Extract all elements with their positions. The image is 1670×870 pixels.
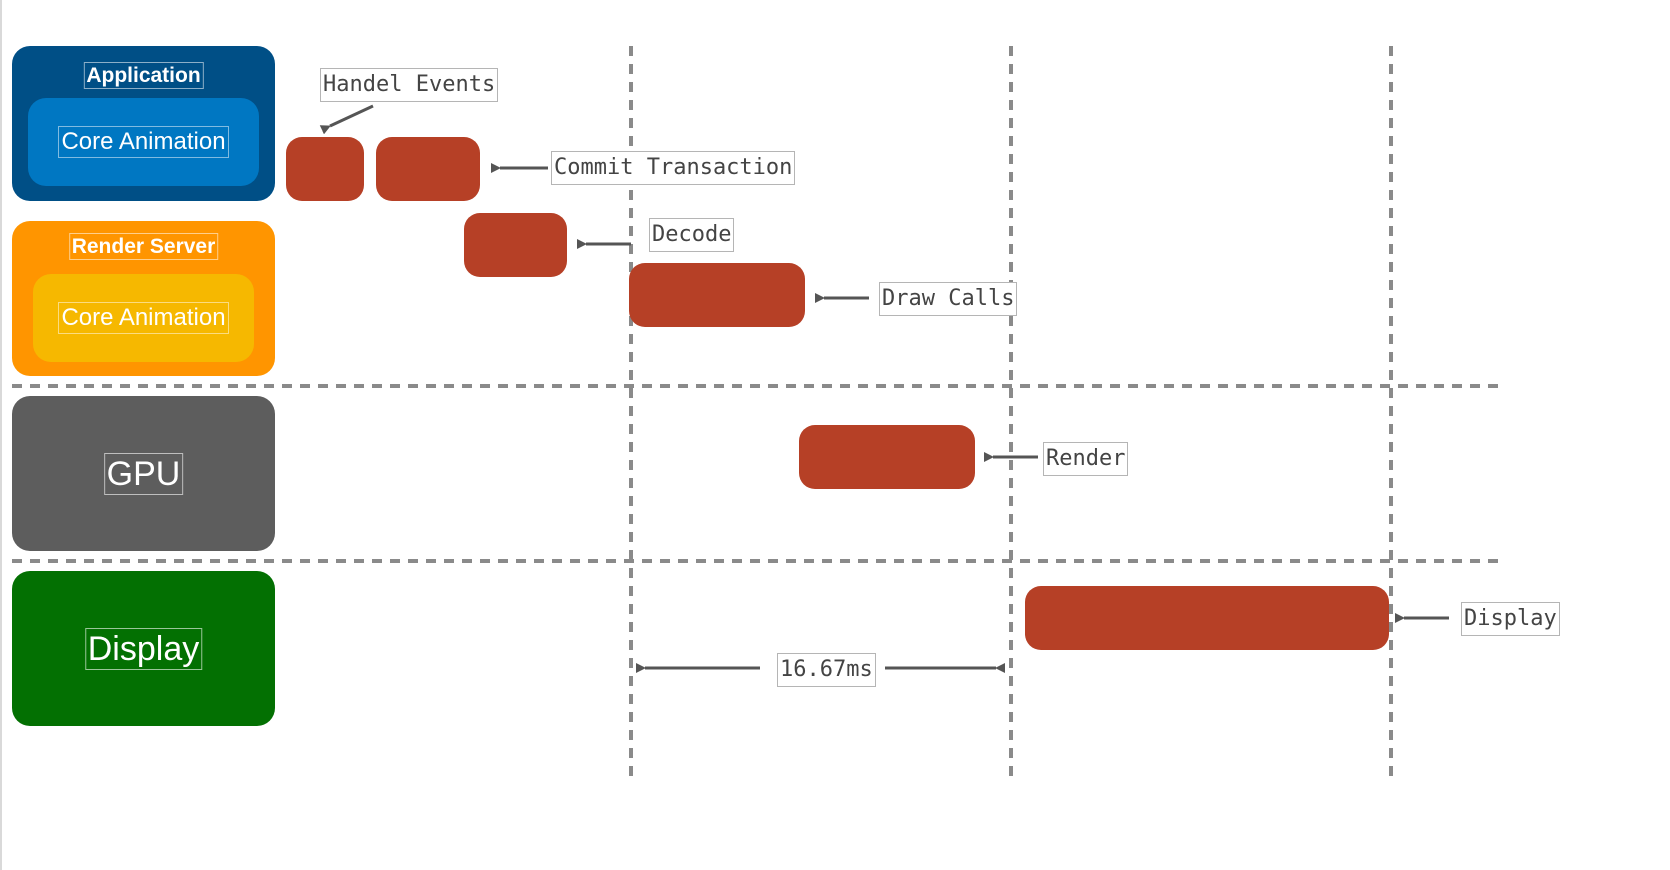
render-label: Render — [1043, 442, 1129, 476]
frame-interval-label: 16.67ms — [777, 653, 876, 687]
commit-transaction-block — [376, 137, 480, 201]
application-core-animation-label: Core Animation — [58, 126, 229, 158]
render-server-lane: Render Server Core Animation — [12, 221, 275, 376]
render-block — [799, 425, 975, 489]
handle-events-block — [286, 137, 364, 201]
decode-label: Decode — [649, 218, 735, 252]
display-lane: Display — [12, 571, 275, 726]
gpu-lane: GPU — [12, 396, 275, 551]
gpu-lane-title: GPU — [103, 452, 184, 495]
application-lane: Application Core Animation — [12, 46, 275, 201]
commit-transaction-label: Commit Transaction — [551, 151, 796, 185]
display-lane-title: Display — [84, 627, 203, 670]
handel-events-arrow — [319, 104, 374, 135]
display-label: Display — [1461, 602, 1560, 636]
draw-calls-label: Draw Calls — [879, 282, 1018, 316]
application-lane-title: Application — [83, 62, 204, 89]
draw-calls-block — [629, 263, 805, 327]
render-server-core-animation-label: Core Animation — [58, 302, 229, 334]
left-edge-rule — [0, 0, 2, 870]
decode-block — [464, 213, 567, 277]
render-server-lane-title: Render Server — [68, 233, 219, 260]
handel-events-label: Handel Events — [320, 68, 499, 102]
render-server-core-animation-box: Core Animation — [33, 274, 254, 362]
application-core-animation-box: Core Animation — [28, 98, 259, 186]
display-block — [1025, 586, 1389, 650]
